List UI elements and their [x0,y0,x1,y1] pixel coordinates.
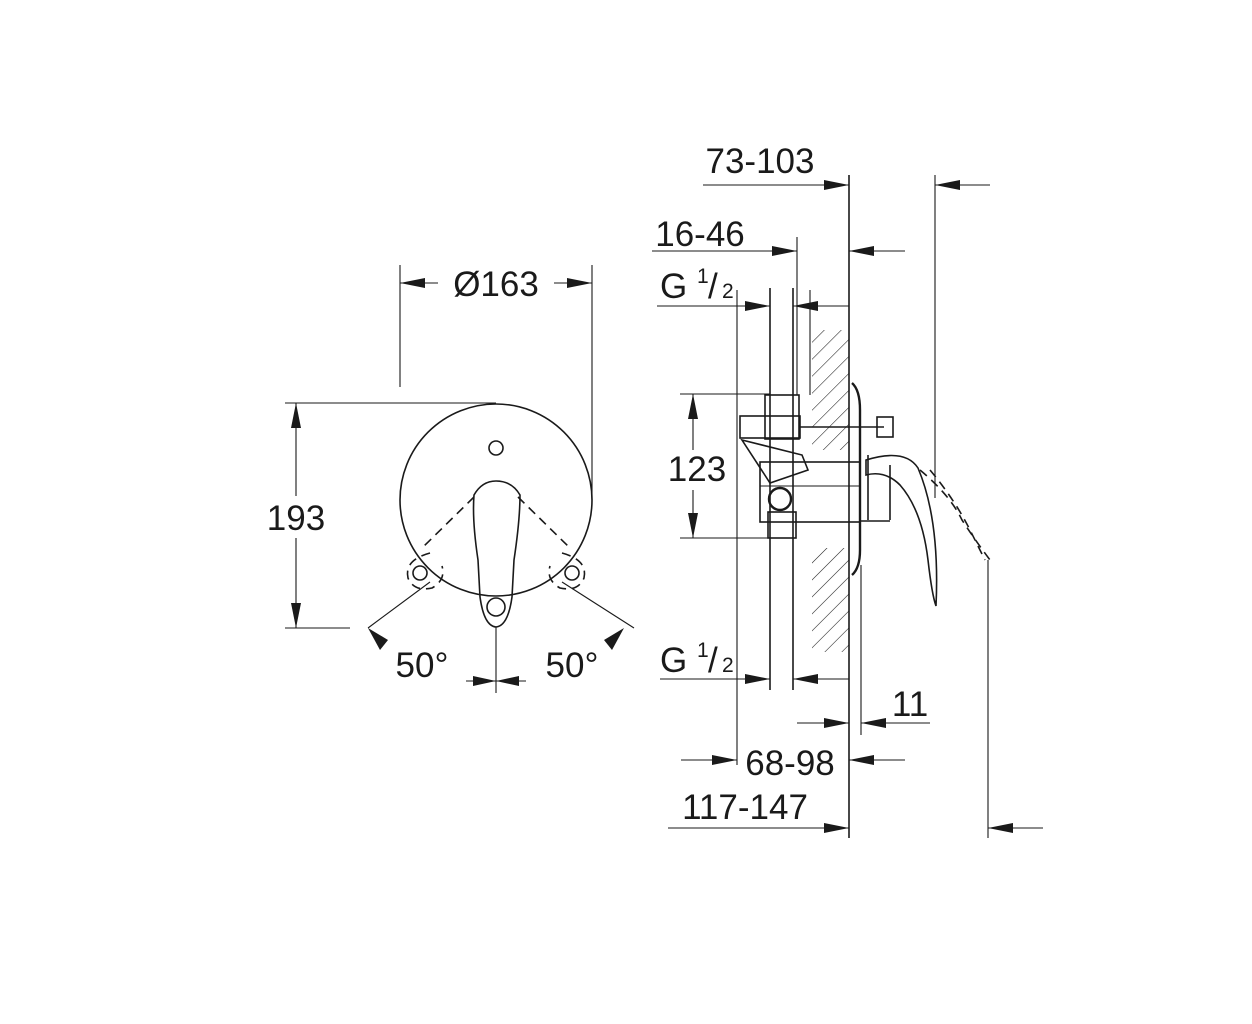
plate-hole [488,440,504,456]
height-label: 193 [267,499,325,538]
arrow-123-top [688,394,698,419]
valve-port [767,486,793,512]
arrow-diameter-left [400,278,425,288]
angle-ray-right [561,581,635,629]
valve-body-bottom [767,511,797,539]
escutcheon-plate [399,403,593,597]
side-view: 73-103 16-46 G 1 / 2 123 G 1 / [652,142,1043,838]
thread-top-num: 1 [697,265,709,288]
dim-16-46-label: 16-46 [655,215,745,254]
handle-right-rotated-hole [564,565,580,581]
thread-top-slash: / [708,267,718,306]
arrow-68-98-right [849,755,874,765]
angle-left-label: 50° [396,646,449,685]
handle-hole [486,597,506,617]
dim-68-98-label: 68-98 [745,744,835,783]
thread-top-label: G [660,267,687,306]
thread-bottom-label: G [660,641,687,680]
diameter-label: Ø163 [453,265,539,304]
arrow-68-98-left [712,755,737,765]
dim-117-147-label: 117-147 [682,788,808,827]
dim-123-label: 123 [668,450,726,489]
arrow-123-bottom [688,513,698,538]
arrow-117-147-left [824,823,849,833]
arrow-diameter-right [567,278,592,288]
dim-11-label: 11 [892,685,928,724]
arrow-angle-base-right [496,676,519,686]
thread-bottom-den: 2 [722,654,734,677]
arrow-height-top [291,403,301,428]
arrow-11-right [861,718,886,728]
wall-hatch-lower [812,548,849,652]
angle-ray-left [367,581,431,629]
escutcheon-profile [851,382,862,576]
valve-screw [876,416,894,438]
valve-body-top [764,394,800,440]
arrow-g-top-right [793,301,818,311]
arrow-117-147-right [988,823,1013,833]
lever-dashed-alt [919,469,991,561]
swing-dash-right [517,496,571,549]
thread-top-den: 2 [722,280,734,303]
dim-73-103-label: 73-103 [706,142,815,181]
arrow-height-bottom [291,603,301,628]
arrow-73-103-right [935,180,960,190]
arrow-g-top [745,301,770,311]
arrow-11-left [824,718,849,728]
arrow-angle-left [368,628,388,650]
arrow-16-46 [772,246,797,256]
thread-bottom-slash: / [708,641,718,680]
arrow-73-103 [824,180,849,190]
front-view: Ø163 193 50° 50° [258,262,635,693]
angle-right-label: 50° [546,646,599,685]
arrow-g-bottom [745,674,770,684]
valve-cartridge [759,461,861,523]
lever-side-profile [865,454,938,607]
arrow-g-bottom-right [793,674,818,684]
handle-left-rotated [406,552,444,590]
thread-bottom-num: 1 [697,639,709,662]
handle-left-rotated-hole [412,565,428,581]
lever-dashed-alt-2 [929,469,986,561]
wall-hatch-upper [812,330,849,450]
lever-handle [472,480,521,628]
arrow-16-46-right [849,246,874,256]
swing-dash-left [421,496,475,549]
arrow-angle-base-left [473,676,496,686]
handle-right-rotated [548,552,586,590]
arrow-angle-right [604,628,624,650]
